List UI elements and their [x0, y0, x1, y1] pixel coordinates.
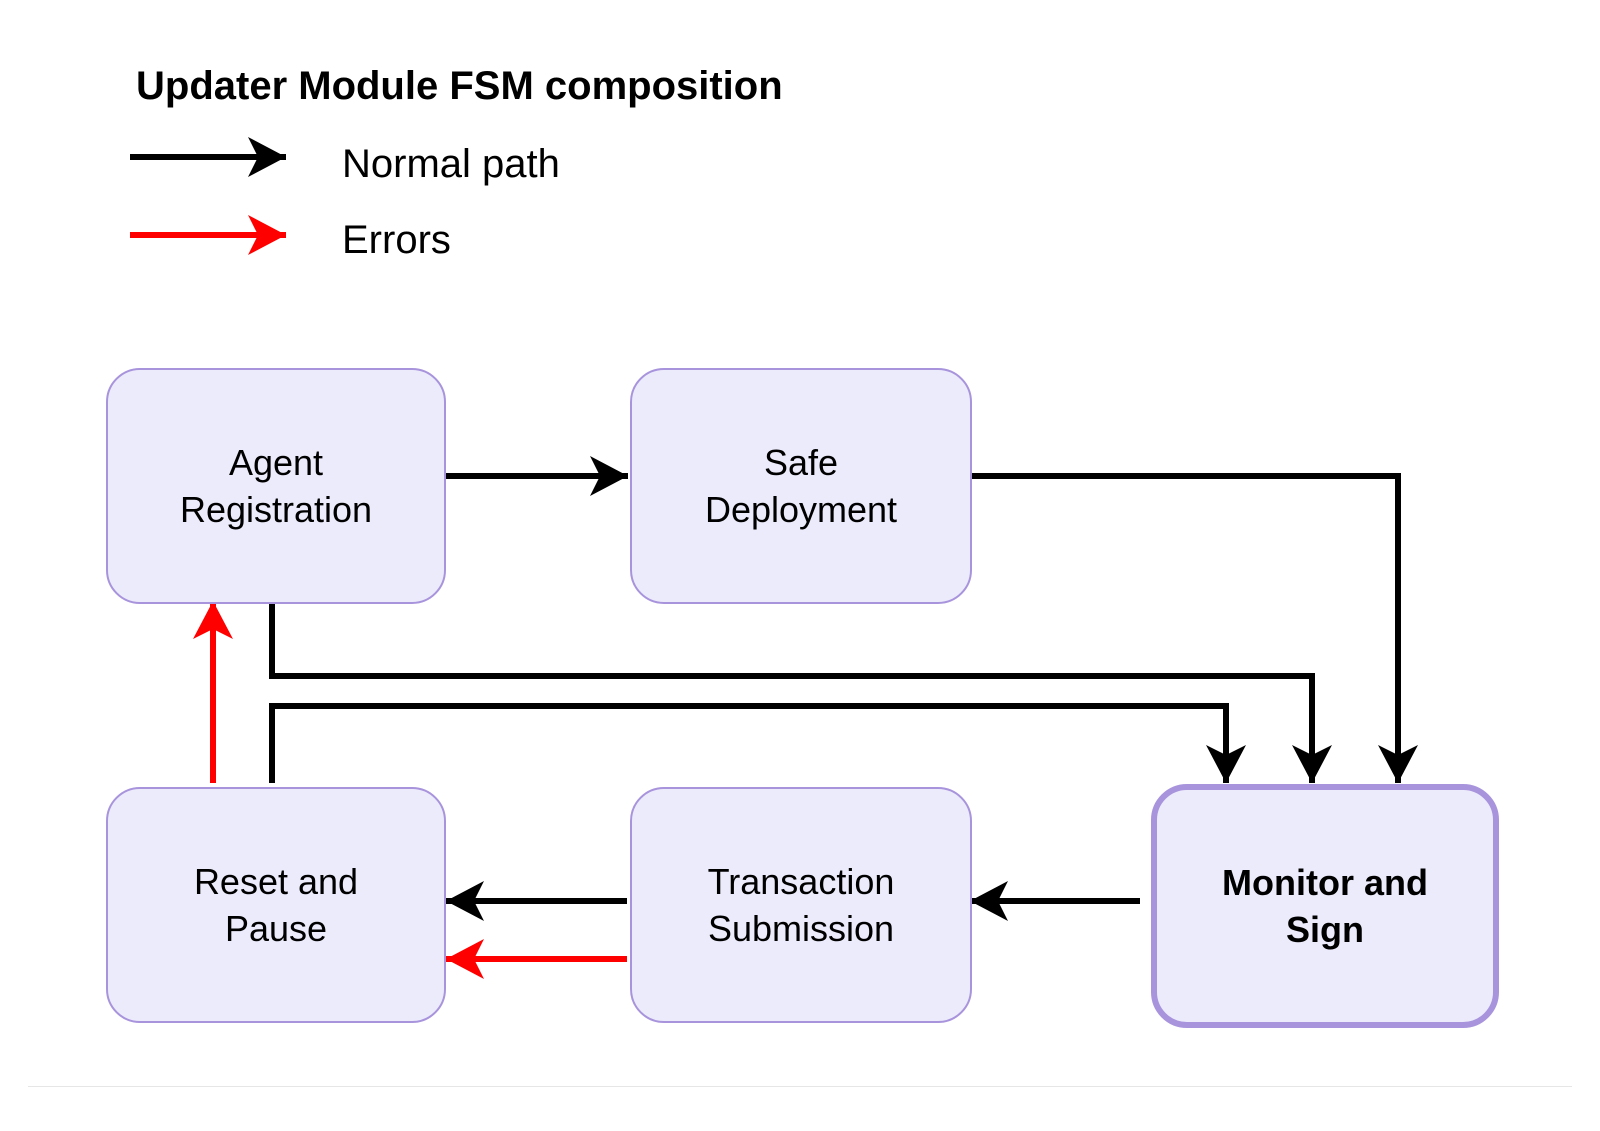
edge-reset-to-monitor [269, 703, 1246, 783]
node-agent-registration-line1: Agent [228, 442, 324, 483]
node-reset-and-pause: Reset and Pause [106, 787, 446, 1023]
node-monitor-and-sign: Monitor and Sign [1151, 784, 1499, 1028]
legend-normal-label: Normal path [342, 142, 560, 186]
node-agent-registration: Agent Registration [106, 368, 446, 604]
node-reset-and-pause-line2: Pause [224, 908, 328, 949]
node-transaction-submission-line1: Transaction [707, 861, 895, 902]
node-transaction-submission: Transaction Submission [630, 787, 972, 1023]
node-safe-deployment-line2: Deployment [704, 489, 898, 530]
node-reset-and-pause-line1: Reset and [193, 861, 359, 902]
edge-agent-to-monitor [269, 593, 1332, 783]
edge-safe-to-monitor [955, 473, 1418, 783]
node-transaction-submission-line2: Submission [707, 908, 895, 949]
bottom-divider [28, 1086, 1572, 1087]
node-monitor-and-sign-line1: Monitor and [1222, 862, 1428, 903]
node-safe-deployment: Safe Deployment [630, 368, 972, 604]
diagram-title: Updater Module FSM composition [136, 64, 783, 108]
node-monitor-and-sign-line2: Sign [1286, 909, 1364, 950]
node-agent-registration-line2: Registration [179, 489, 373, 530]
legend-error-label: Errors [342, 218, 451, 262]
node-safe-deployment-line1: Safe [763, 442, 839, 483]
